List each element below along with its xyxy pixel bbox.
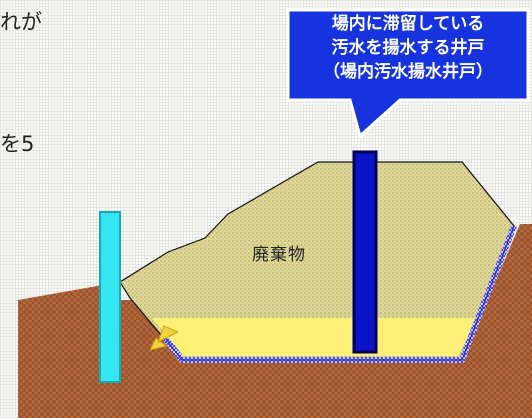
ground-soil: [18, 224, 532, 418]
waste-label: 廃棄物: [252, 245, 306, 265]
text-fragment-mid: を5: [0, 132, 35, 156]
callout-line-3: （場内汚水揚水井戸）: [323, 62, 493, 82]
callout-line-2: 汚水を揚水する井戸: [331, 38, 485, 58]
observation-well-cyan: [99, 211, 121, 383]
callout-line-1: 場内に滞留している: [331, 14, 485, 34]
leachate-layer: [152, 318, 478, 356]
callout-box: [286, 8, 530, 139]
text-fragment-top: れが: [0, 10, 42, 34]
callout-text: 場内に滞留している 汚水を揚水する井戸 （場内汚水揚水井戸）: [288, 12, 528, 84]
seepage-arrow: [149, 325, 180, 351]
leachate-pump-well: [352, 150, 378, 354]
